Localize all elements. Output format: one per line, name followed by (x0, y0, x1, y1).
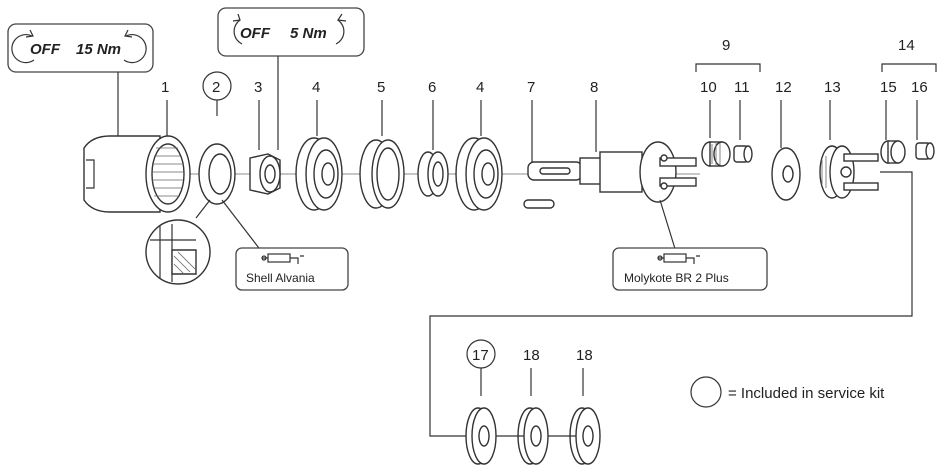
part-label: 5 (377, 79, 385, 96)
seal-detail-magnifier (145, 219, 211, 285)
part-label: 1 (161, 79, 169, 96)
tighten-arrow-icon (335, 13, 347, 45)
legend-text: = Included in service kit (728, 385, 885, 402)
part-15-gear (880, 140, 906, 164)
part-16-needle-bearing (915, 142, 935, 160)
loosen-arrow-icon (123, 29, 147, 64)
part-13-carrier (819, 145, 879, 199)
connector-line (429, 171, 913, 437)
part-label: 11 (734, 79, 750, 96)
part-3-nut (249, 153, 281, 195)
part-4-bearing (295, 137, 343, 211)
grease-gun-icon (261, 253, 304, 264)
lubricant-callout-shell-alvania: Shell Alvania (235, 247, 349, 291)
part-6-sleeve (417, 151, 449, 197)
part-10-gear (701, 141, 731, 167)
torque-value: 5 Nm (290, 25, 327, 42)
lubricant-name: Molykote BR 2 Plus (624, 271, 729, 285)
part-2-seal-ring (195, 143, 263, 253)
part-1-housing (83, 135, 191, 213)
part-label: 14 (898, 37, 915, 54)
part-18-shim (548, 407, 601, 465)
part-8-shaft (527, 141, 697, 253)
group-bracket (881, 63, 937, 72)
torque-direction: OFF (240, 25, 271, 42)
part-label: 18 (523, 347, 540, 364)
part-label: 12 (775, 79, 792, 96)
torque-value: 15 Nm (76, 41, 121, 58)
part-label: 13 (824, 79, 841, 96)
part-label: 15 (880, 79, 897, 96)
part-18-shim (496, 407, 549, 465)
part-label: 10 (700, 79, 717, 96)
part-label: 16 (911, 79, 928, 96)
part-12-washer (771, 147, 801, 201)
part-label: 17 (472, 347, 489, 364)
part-5-spacer-ring (359, 139, 405, 209)
loosen-arrow-icon (232, 13, 243, 45)
service-kit-marker (690, 376, 722, 408)
part-label: 4 (312, 79, 320, 96)
part-label: 3 (254, 79, 262, 96)
service-kit-legend: = Included in service kit (690, 376, 885, 408)
part-17-shim (465, 407, 497, 465)
part-7-key (523, 199, 555, 209)
part-11-needle-bearing (733, 145, 753, 163)
grease-gun-icon (657, 253, 700, 264)
loosen-arrow-icon (11, 29, 35, 64)
torque-direction: OFF (30, 41, 61, 58)
part-label: 18 (576, 347, 593, 364)
part-label: 8 (590, 79, 598, 96)
lubricant-callout-molykote: Molykote BR 2 Plus (612, 247, 768, 291)
group-bracket (695, 63, 761, 72)
part-4-bearing (455, 137, 503, 211)
part-label: 9 (722, 37, 730, 54)
leader-lines (166, 100, 918, 396)
lubricant-name: Shell Alvania (246, 271, 315, 285)
part-label: 4 (476, 79, 484, 96)
part-label: 7 (527, 79, 535, 96)
part-label: 2 (212, 79, 220, 96)
torque-callout-off-5nm: OFF 5 Nm (217, 7, 365, 150)
part-label: 6 (428, 79, 436, 96)
